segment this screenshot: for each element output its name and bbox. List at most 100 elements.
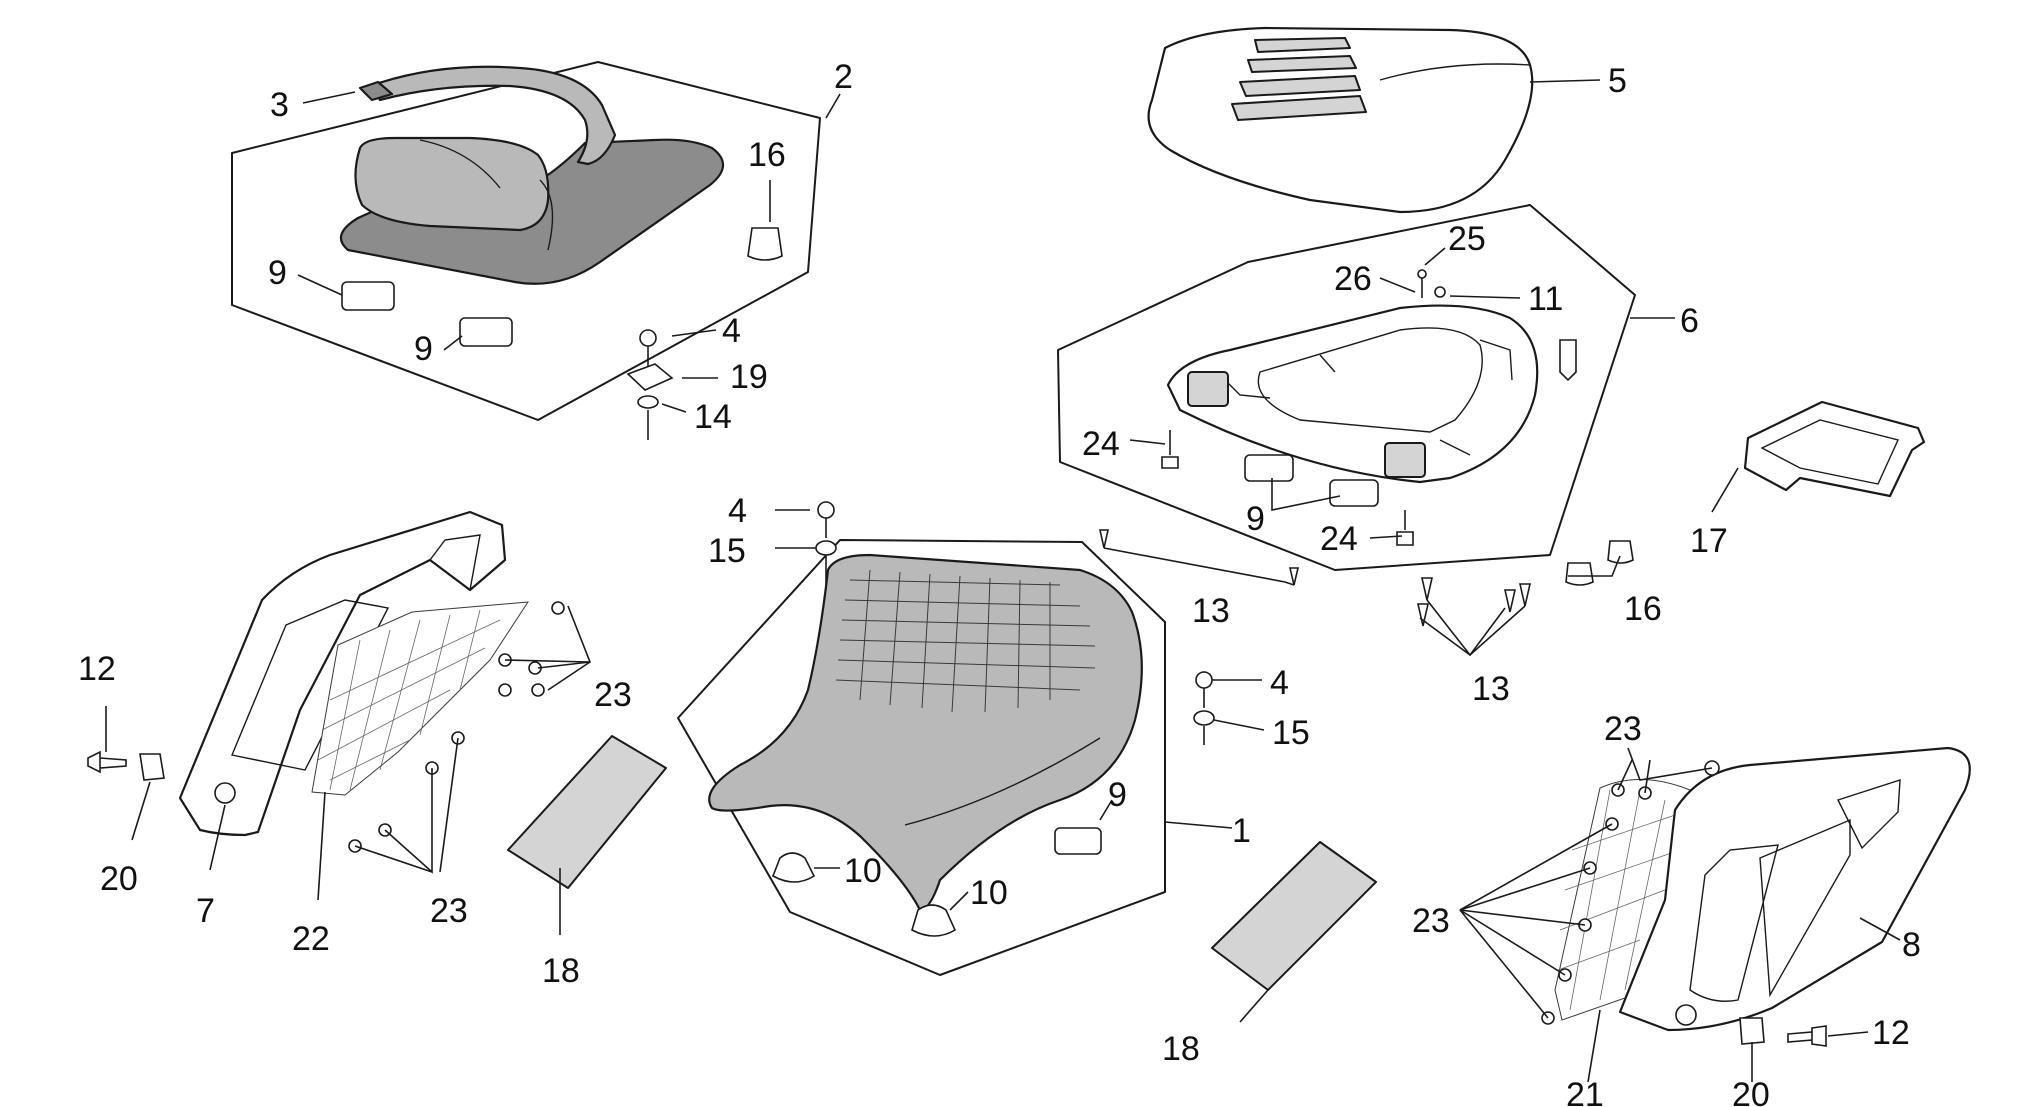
seat-frame-tray bbox=[1166, 304, 1539, 484]
left-side-panel-group bbox=[87, 510, 565, 853]
frame-rib-4 bbox=[1439, 439, 1471, 456]
rubber-bumper-9b bbox=[459, 317, 513, 347]
callout-6: 6 bbox=[1680, 302, 1699, 340]
callout-labels: 3 2 16 9 9 4 19 14 5 25 26 11 6 24 9 24 … bbox=[78, 58, 1921, 1107]
rubber-foot-16b bbox=[1565, 562, 1594, 586]
callout-4a: 4 bbox=[722, 312, 741, 350]
foam-pad-18a bbox=[507, 735, 667, 889]
left-panel-flange bbox=[429, 534, 481, 591]
callout-15b: 15 bbox=[708, 532, 746, 570]
callout-3: 3 bbox=[270, 86, 289, 124]
left-mesh-22 bbox=[311, 601, 529, 796]
right-side-panel-group bbox=[1541, 746, 1971, 1047]
rider-seat-group bbox=[677, 501, 1215, 976]
group-2-outline bbox=[231, 61, 821, 421]
callout-11: 11 bbox=[1528, 280, 1563, 318]
rubber-bumper-9d bbox=[1329, 479, 1379, 507]
rubber-foot-10b bbox=[911, 904, 957, 937]
screw-13c bbox=[1420, 577, 1434, 601]
callout-19: 19 bbox=[730, 358, 768, 396]
callout-20b: 20 bbox=[1732, 1076, 1770, 1107]
frame-inner-opening bbox=[1257, 327, 1483, 433]
rider-seat-seam bbox=[904, 737, 1101, 826]
callout-10a: 10 bbox=[844, 852, 882, 890]
rubber-bumper-9e bbox=[1054, 827, 1102, 855]
rubber-bumper-9a bbox=[341, 281, 395, 311]
left-panel-window bbox=[231, 599, 390, 771]
seat-frame-group bbox=[1057, 204, 1636, 627]
callout-22: 22 bbox=[292, 920, 330, 958]
callout-10b: 10 bbox=[970, 874, 1008, 912]
cowl-vent-1 bbox=[1254, 37, 1351, 53]
callout-24b: 24 bbox=[1320, 520, 1358, 558]
callout-9d: 9 bbox=[1108, 776, 1127, 814]
spacer-20b bbox=[1739, 1017, 1765, 1045]
callout-23d: 23 bbox=[1412, 902, 1450, 940]
callout-23a: 23 bbox=[594, 676, 632, 714]
seat-cowl-group bbox=[1147, 26, 1534, 214]
frame-latch-right bbox=[1384, 442, 1426, 478]
callout-16a: 16 bbox=[748, 136, 786, 174]
grommet-23e bbox=[531, 683, 545, 697]
rider-seat bbox=[708, 553, 1143, 912]
rubber-foot-16c bbox=[1607, 540, 1634, 564]
screw-13d bbox=[1416, 603, 1430, 627]
grommet-23a bbox=[551, 601, 565, 615]
right-panel-grommet bbox=[1675, 1004, 1697, 1026]
passenger-seat-cushion bbox=[354, 136, 550, 232]
washer-15a bbox=[815, 540, 837, 556]
cowl-edge bbox=[1379, 63, 1531, 81]
seat-cowl bbox=[1147, 26, 1534, 214]
cowl-vent-2 bbox=[1247, 55, 1357, 73]
rubber-foot-16a bbox=[747, 227, 783, 261]
plate-19 bbox=[626, 363, 674, 391]
rider-seat-texture bbox=[835, 569, 1096, 713]
callout-21: 21 bbox=[1566, 1076, 1604, 1107]
cushion-seam bbox=[419, 139, 501, 189]
screw-13e bbox=[1503, 589, 1517, 613]
right-panel-window-3 bbox=[1759, 818, 1851, 998]
left-mesh-pattern bbox=[317, 609, 501, 791]
washer-14 bbox=[637, 395, 659, 409]
callout-8: 8 bbox=[1902, 926, 1921, 964]
frame-rib-3 bbox=[1479, 339, 1513, 381]
washer-15b bbox=[1193, 710, 1215, 726]
leader-lines bbox=[105, 79, 1901, 1083]
callout-9a: 9 bbox=[268, 254, 287, 292]
callout-4c: 4 bbox=[728, 492, 747, 530]
bolt-12b bbox=[1787, 1025, 1827, 1047]
lock-symbol bbox=[1559, 339, 1577, 382]
callout-14: 14 bbox=[694, 398, 732, 436]
callout-12a: 12 bbox=[78, 650, 116, 688]
pin-24a bbox=[1161, 430, 1179, 469]
nut-11 bbox=[1434, 286, 1446, 298]
screw-13f bbox=[1518, 583, 1532, 607]
callout-23b: 23 bbox=[430, 892, 468, 930]
callout-15a: 15 bbox=[1272, 714, 1310, 752]
base-seam bbox=[539, 179, 554, 251]
left-panel-grommet bbox=[214, 782, 236, 804]
callout-9b: 9 bbox=[414, 330, 433, 368]
rubber-foot-10a bbox=[771, 852, 816, 883]
right-panel-window-1 bbox=[1689, 844, 1779, 1002]
callout-7: 7 bbox=[196, 892, 215, 930]
callout-17: 17 bbox=[1690, 522, 1728, 560]
callout-20a: 20 bbox=[100, 860, 138, 898]
screw-13b bbox=[1288, 567, 1300, 586]
right-mesh-pattern bbox=[1557, 789, 1691, 1011]
callout-23c: 23 bbox=[1604, 710, 1642, 748]
callout-18a: 18 bbox=[542, 952, 580, 990]
group-1-outline bbox=[677, 539, 1166, 976]
callout-16b: 16 bbox=[1624, 590, 1662, 628]
callout-2: 2 bbox=[834, 58, 853, 96]
callout-12b: 12 bbox=[1872, 1014, 1910, 1052]
right-panel-window-2 bbox=[1837, 779, 1901, 850]
passenger-seat-group bbox=[231, 61, 821, 440]
callout-13b: 13 bbox=[1472, 670, 1510, 708]
rubber-bumper-9c bbox=[1244, 454, 1294, 482]
pin-24b bbox=[1396, 510, 1414, 546]
group-6-outline bbox=[1057, 204, 1636, 571]
bolt-4a bbox=[639, 329, 657, 347]
screw-25 bbox=[1417, 269, 1427, 279]
